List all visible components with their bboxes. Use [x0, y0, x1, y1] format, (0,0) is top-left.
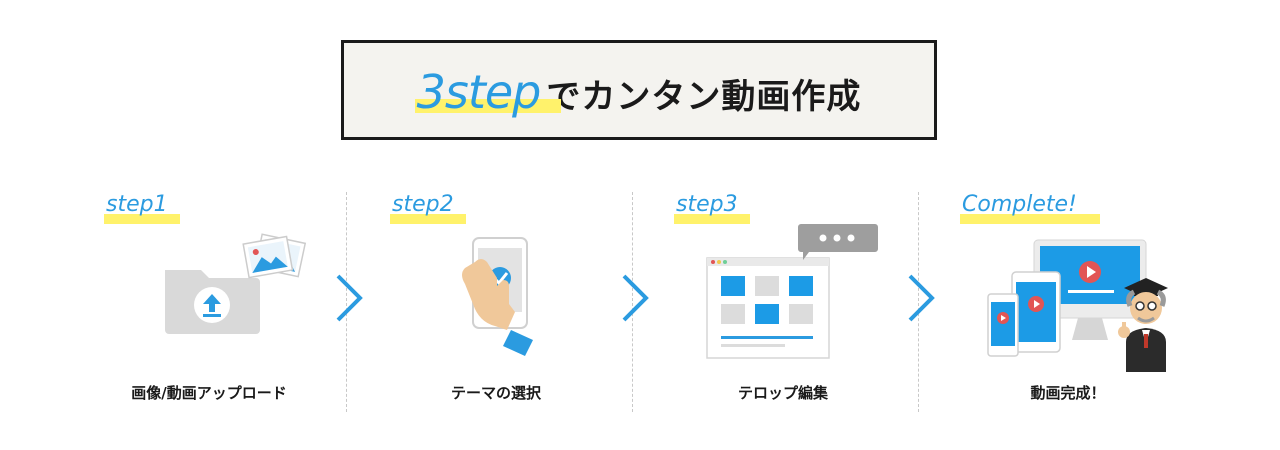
chevron-right-icon: [336, 274, 363, 322]
complete-caption: 動画完成！: [1030, 384, 1106, 402]
step1-label-highlight: [104, 214, 180, 224]
step3-label: step3: [676, 192, 738, 217]
page-title: 3step でカンタン動画作成: [414, 65, 862, 119]
step2-caption: テーマの選択: [450, 384, 541, 402]
step2-label-highlight: [390, 214, 466, 224]
editor-window-icon: [706, 224, 878, 359]
multi-device-video-icon: [987, 239, 1168, 372]
smartphone-check-icon: [462, 237, 533, 356]
divider-1: [346, 192, 347, 412]
title-text: でカンタン動画作成: [546, 77, 862, 117]
chevron-right-icon: [622, 274, 649, 322]
chevron-right-icon: [908, 274, 935, 322]
step1-caption: 画像/動画アップロード: [131, 384, 287, 402]
title-accent: 3step: [416, 65, 542, 119]
complete-label-highlight: [960, 214, 1100, 224]
title-box: 3step でカンタン動画作成: [341, 40, 937, 140]
title-highlight: [414, 99, 561, 113]
step3-label-highlight: [674, 214, 750, 224]
complete-label: Complete!: [962, 192, 1077, 217]
step1-label: step1: [106, 192, 168, 217]
divider-3: [918, 192, 919, 412]
step2-label: step2: [392, 192, 454, 217]
folder-upload-icon: [165, 233, 307, 334]
step3-caption: テロップ編集: [737, 384, 828, 402]
divider-2: [632, 192, 633, 412]
